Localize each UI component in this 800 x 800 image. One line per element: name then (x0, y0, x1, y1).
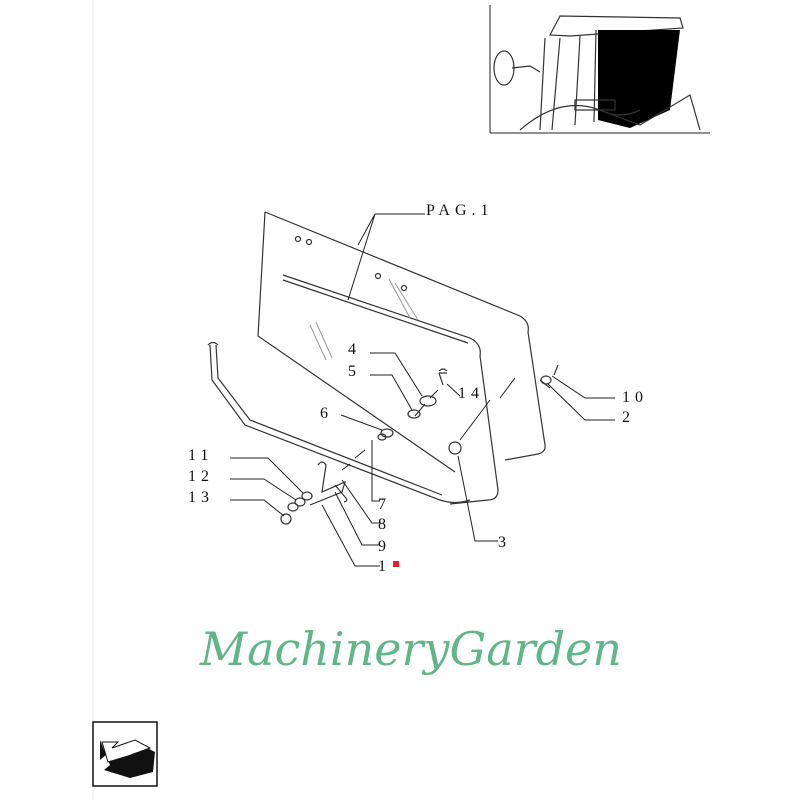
callout-1: 1 (378, 558, 391, 575)
window-glass (257, 211, 546, 505)
callout-2: 2 (622, 409, 635, 426)
callout-11: 11 (188, 447, 213, 464)
tractor-cab-icon (489, 5, 710, 134)
callout-3: 3 (498, 534, 511, 551)
watermark: MachineryGarden (199, 622, 622, 676)
ref-page-label: PAG.1 (426, 202, 494, 219)
callout-13: 13 (188, 489, 214, 506)
callout-6: 6 (320, 405, 333, 422)
callout-14: 14 (458, 385, 484, 402)
callout-5: 5 (348, 363, 361, 380)
callout-8: 8 (378, 516, 391, 533)
arrow-back-icon[interactable] (92, 721, 158, 787)
seal-strip (207, 341, 471, 504)
callout-9: 9 (378, 538, 391, 555)
callout-7: 7 (378, 496, 391, 513)
callout-4: 4 (348, 341, 361, 358)
callout-10: 10 (622, 389, 648, 406)
hinge-hardware (280, 364, 559, 525)
leader-lines (230, 213, 615, 567)
highlight-marker (393, 561, 399, 567)
callout-12: 12 (188, 468, 214, 485)
